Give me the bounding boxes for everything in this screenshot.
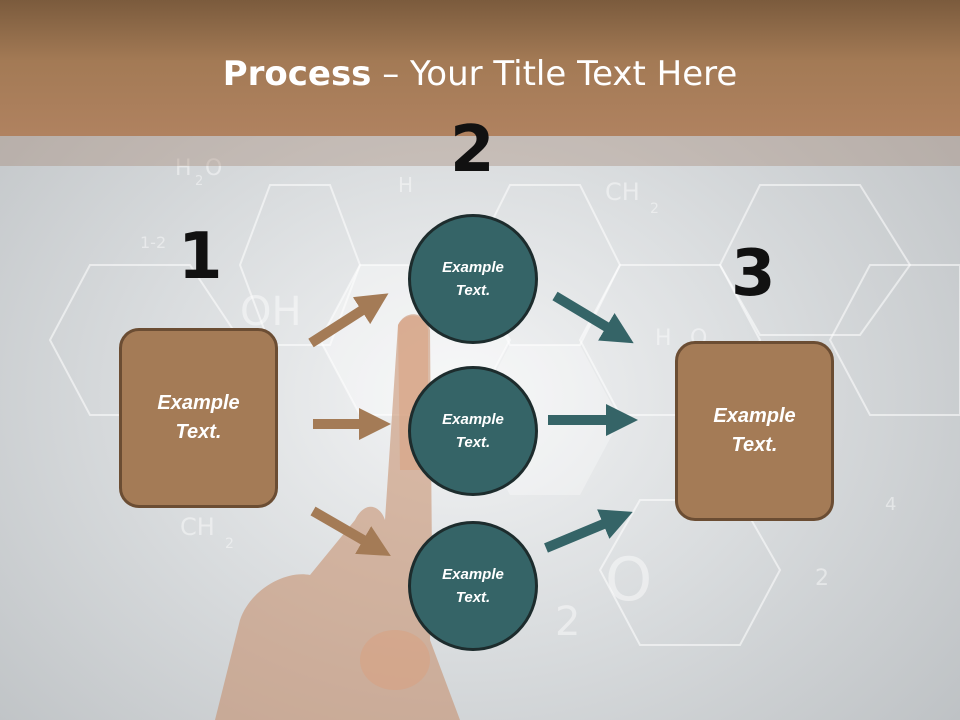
title-bold: Process [222,54,372,94]
circle-bottom: Example Text. [408,521,538,651]
svg-text:CH: CH [605,178,640,206]
circle-middle-label: Example Text. [442,411,504,451]
slide-title: Process – Your Title Text Here [0,52,960,96]
arrow-bottom-to-right [544,509,633,553]
arrow-left-to-top [308,293,389,348]
left-box: Example Text. [119,328,278,508]
header-band [0,0,960,136]
svg-text:O: O [605,545,652,615]
svg-text:1-2: 1-2 [140,233,166,252]
step-number-3: 3 [731,237,776,311]
svg-text:2: 2 [815,566,829,591]
svg-text:2: 2 [650,201,659,217]
right-box: Example Text. [675,341,834,521]
left-box-label: Example Text. [157,392,240,443]
arrow-left-to-bottom [310,506,391,557]
svg-text:H: H [175,156,192,181]
circle-bottom-label: Example Text. [442,566,504,606]
svg-text:4: 4 [885,494,896,515]
svg-text:2: 2 [195,174,203,189]
svg-text:2: 2 [555,599,580,645]
circle-top-label: Example Text. [442,259,504,299]
header-strip [0,136,960,166]
arrow-top-to-right [552,291,634,344]
right-box-label: Example Text. [713,405,796,456]
step-number-1: 1 [178,220,223,294]
svg-text:CH: CH [180,513,215,541]
svg-text:H: H [398,173,413,197]
circle-middle: Example Text. [408,366,538,496]
step-number-2: 2 [450,113,495,187]
svg-text:O: O [205,156,222,181]
title-rest: – Your Title Text Here [371,54,738,94]
svg-text:OH: OH [240,289,302,335]
svg-text:2: 2 [225,536,234,552]
svg-text:H: H [655,326,672,351]
circle-top: Example Text. [408,214,538,344]
